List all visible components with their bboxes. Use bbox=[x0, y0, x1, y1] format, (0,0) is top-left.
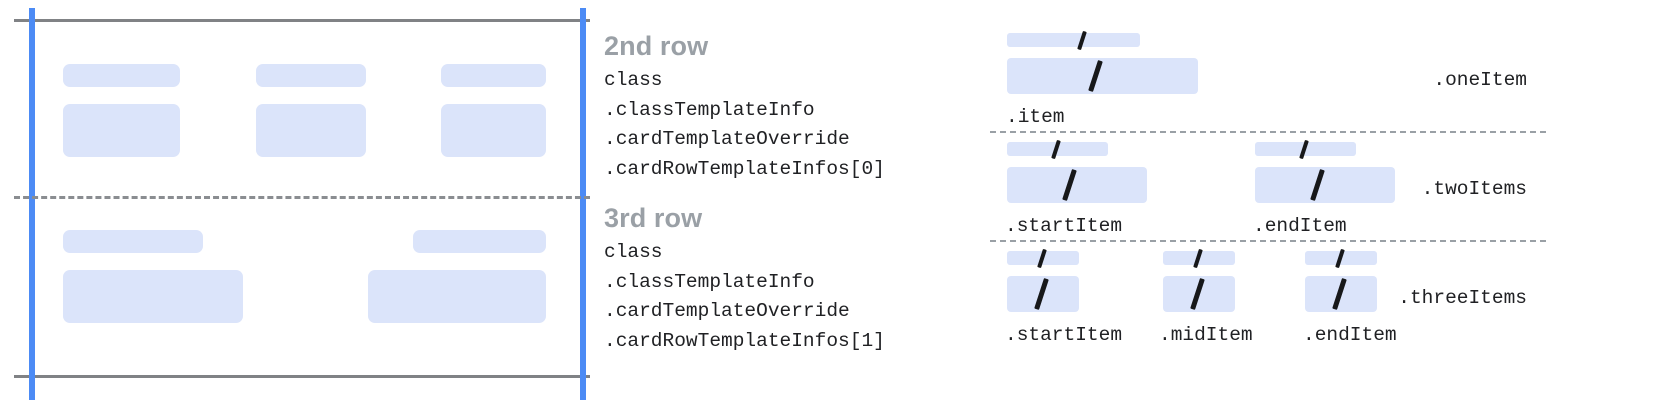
code-line: .cardRowTemplateInfos[0] bbox=[604, 157, 885, 180]
start-item-content-bar bbox=[1007, 167, 1147, 203]
end-item-cell-label: .endItem bbox=[1253, 215, 1347, 237]
code-line: class bbox=[604, 241, 663, 263]
variant-three-items-label: .threeItems bbox=[1398, 287, 1527, 309]
row-divider-dashed bbox=[14, 196, 590, 199]
mid-item-cell-label: .midItem bbox=[1159, 324, 1253, 346]
block-2nd-row: 2nd row class .classTemplateInfo .cardTe… bbox=[604, 30, 885, 184]
card-right-guide bbox=[580, 8, 586, 400]
variant-one-item-label: .oneItem bbox=[1433, 69, 1527, 91]
card-bottom-border bbox=[14, 375, 590, 378]
code-line: .classTemplateInfo bbox=[604, 98, 815, 121]
block-2nd-row-title: 2nd row bbox=[604, 31, 709, 61]
row2-cell2-label-bar bbox=[413, 230, 546, 253]
block-3rd-row-code: class .classTemplateInfo .cardTemplateOv… bbox=[604, 238, 885, 356]
row1-cell2-label-bar bbox=[256, 64, 366, 87]
row2-cell1-label-bar bbox=[63, 230, 203, 253]
row1-cell1-label-bar bbox=[63, 64, 180, 87]
row1-cell1-content-bar bbox=[63, 104, 180, 157]
code-line: class bbox=[604, 69, 663, 91]
row1-cell3-label-bar bbox=[441, 64, 546, 87]
end-item-content-bar bbox=[1255, 167, 1395, 203]
one-item-content-bar bbox=[1007, 58, 1198, 94]
row1-cell2-content-bar bbox=[256, 104, 366, 157]
code-line: .cardTemplateOverride bbox=[604, 300, 850, 322]
row2-cell1-content-bar bbox=[63, 270, 243, 323]
variant-separator bbox=[990, 240, 1546, 242]
code-line: .classTemplateInfo bbox=[604, 270, 815, 293]
card-top-border bbox=[14, 19, 590, 22]
start-item-cell-label: .startItem bbox=[1005, 215, 1123, 237]
block-3rd-row: 3rd row class .classTemplateInfo .cardTe… bbox=[604, 202, 885, 356]
item-variants-panel: .item .oneItem .startItem .endItem .twoI… bbox=[985, 0, 1676, 412]
end-item-cell-label: .endItem bbox=[1303, 324, 1397, 346]
code-line: .cardRowTemplateInfos[1] bbox=[604, 329, 885, 352]
variant-two-items-label: .twoItems bbox=[1421, 178, 1527, 200]
code-line: .cardTemplateOverride bbox=[604, 128, 850, 150]
start-item-cell-label: .startItem bbox=[1005, 324, 1123, 346]
block-2nd-row-code: class .classTemplateInfo .cardTemplateOv… bbox=[604, 66, 885, 184]
row1-cell3-content-bar bbox=[441, 104, 546, 157]
one-item-label-bar bbox=[1007, 33, 1140, 47]
card-layout-preview bbox=[0, 0, 600, 412]
one-item-cell-label: .item bbox=[1006, 106, 1065, 128]
row2-cell2-content-bar bbox=[368, 270, 546, 323]
card-left-guide bbox=[29, 8, 35, 400]
block-3rd-row-title: 3rd row bbox=[604, 203, 703, 233]
variant-separator bbox=[990, 131, 1546, 133]
